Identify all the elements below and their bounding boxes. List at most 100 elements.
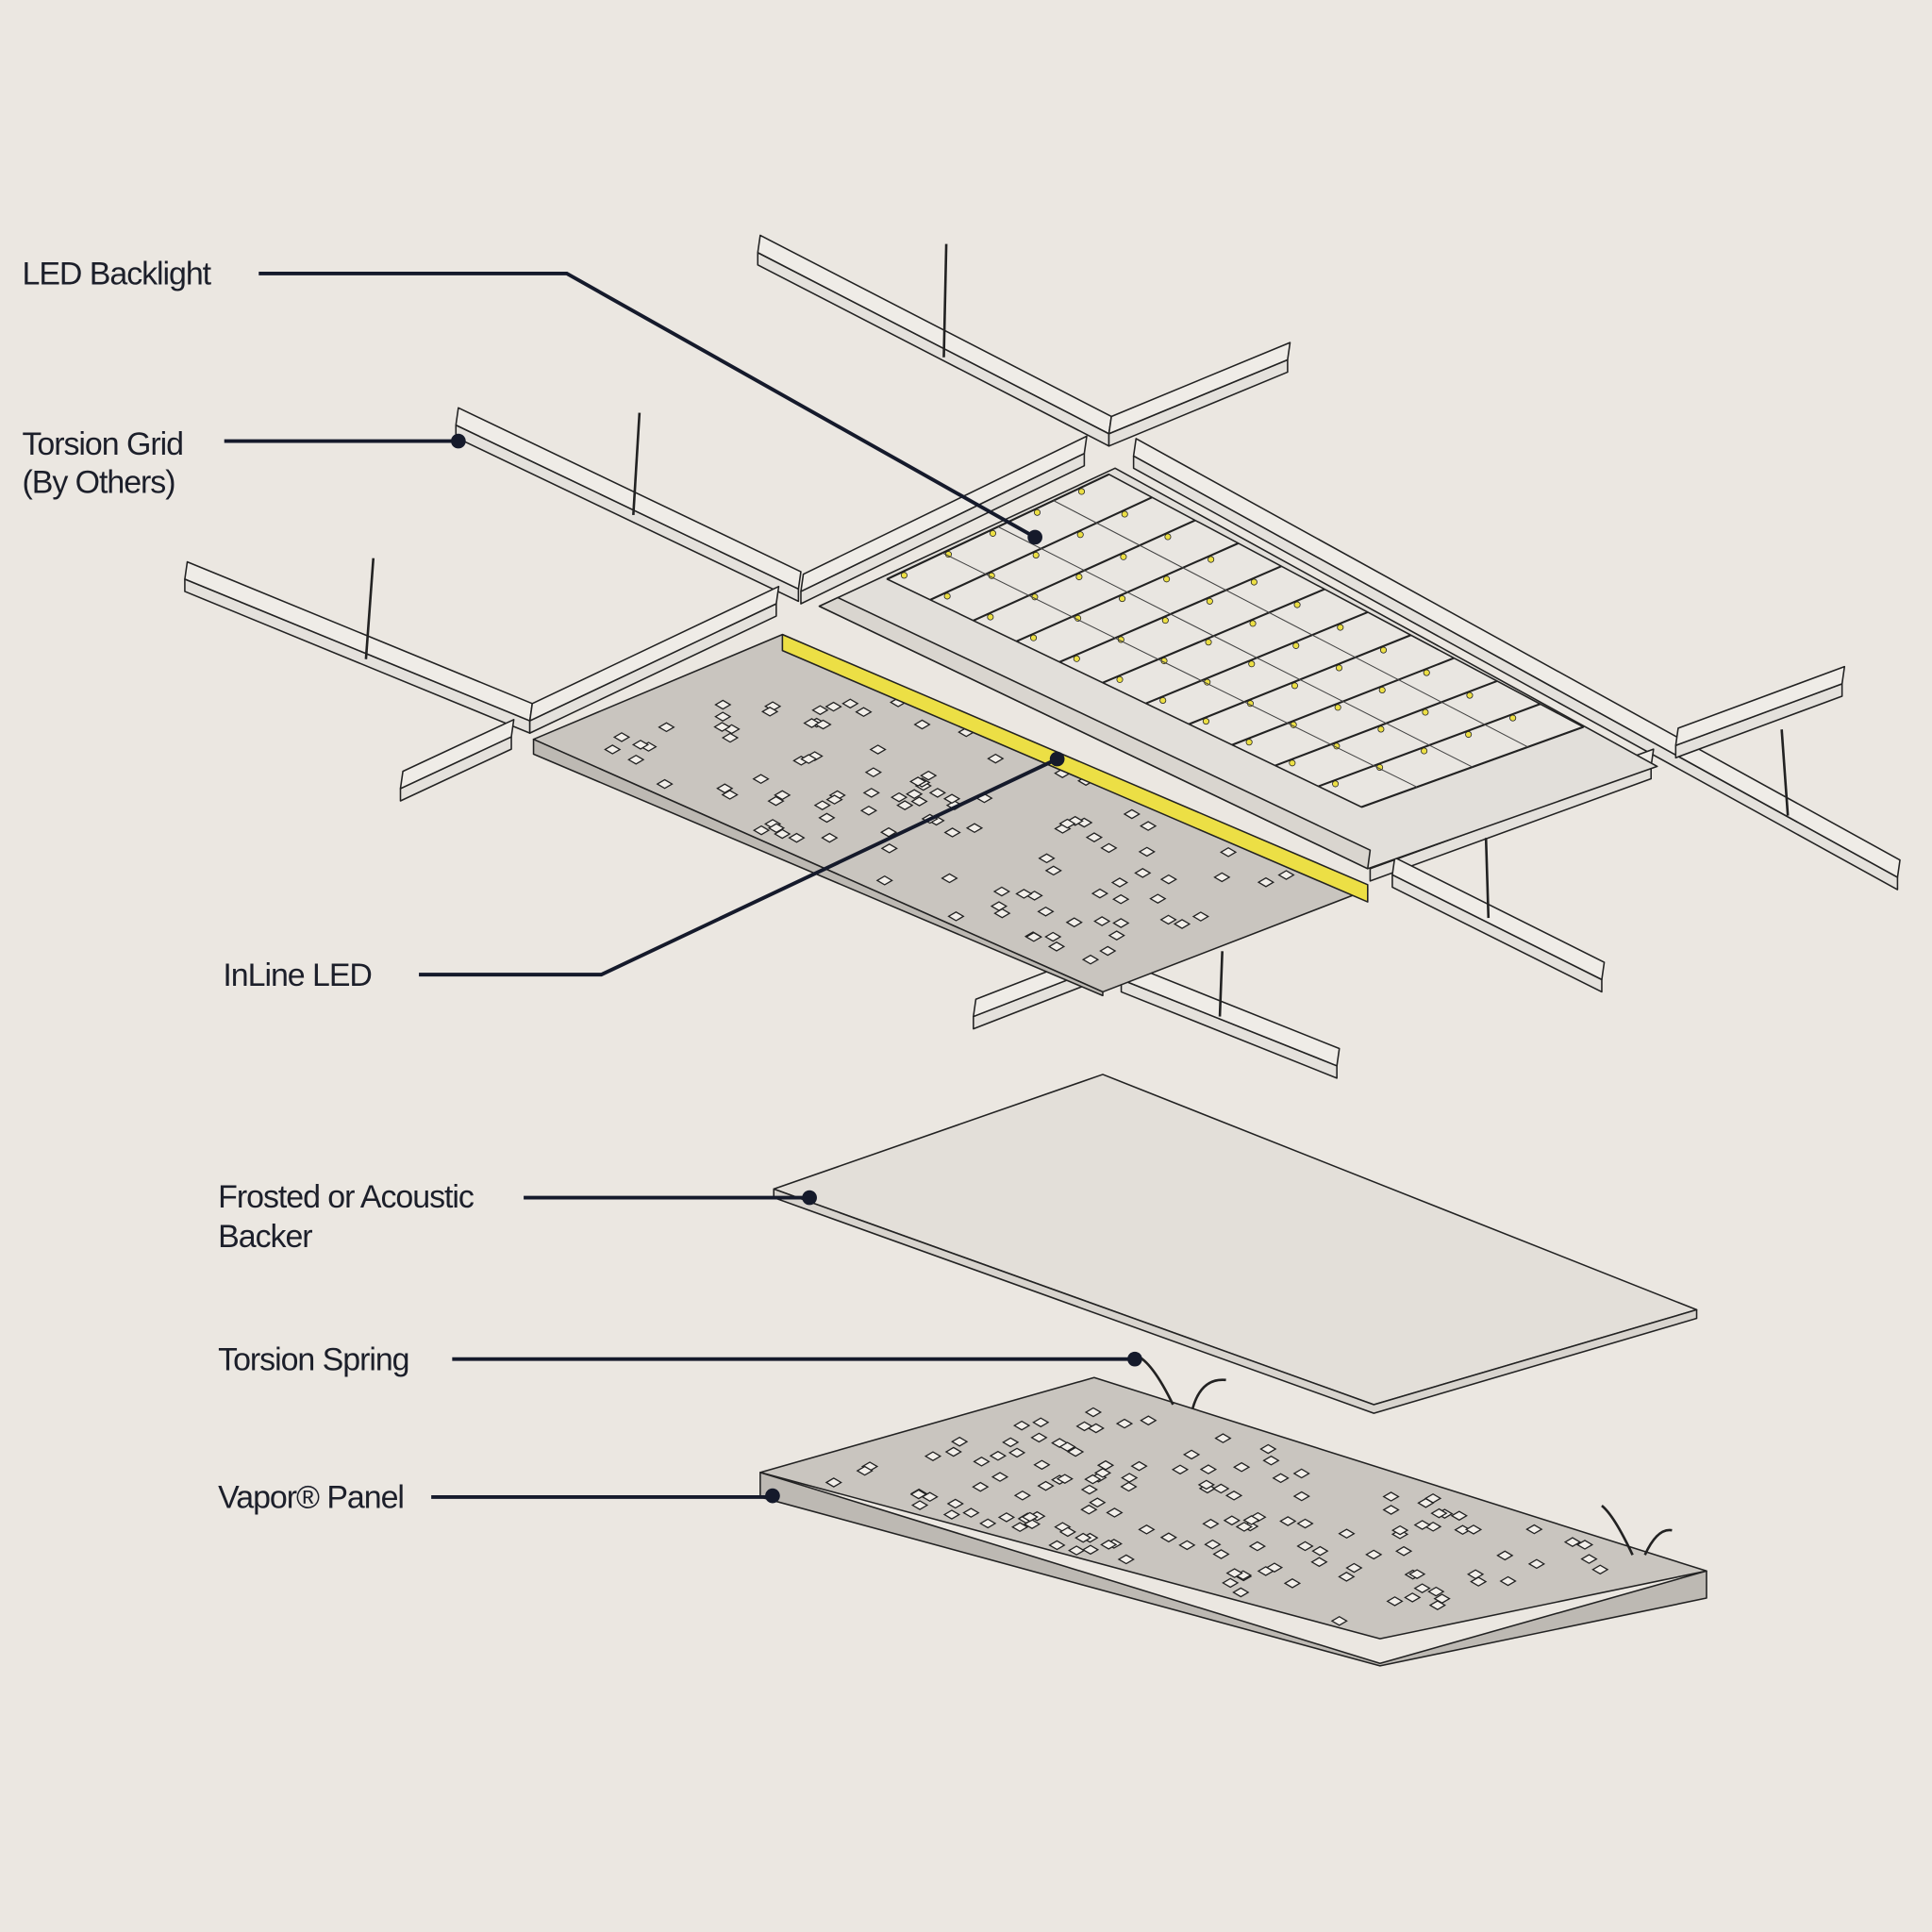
perforation [908, 776, 927, 787]
perforation [1219, 846, 1238, 858]
perforation [1178, 1540, 1196, 1551]
label-torsion-grid-note: (By Others) [23, 464, 175, 500]
perforation [1413, 1583, 1431, 1594]
perforation [1214, 1433, 1232, 1443]
led-dot [1076, 531, 1084, 539]
perforation [824, 701, 842, 712]
perforation [1591, 1564, 1609, 1575]
led-dot [1202, 718, 1209, 725]
perforation [1386, 1596, 1404, 1607]
perforation [1149, 893, 1167, 904]
perforation [913, 719, 931, 730]
perforation [767, 823, 786, 834]
perforation [1011, 1522, 1029, 1533]
grid-rail-flange [1674, 665, 1846, 746]
grid-rail-flange [1120, 961, 1341, 1067]
grid-rail-flange [800, 435, 1088, 592]
perforation [991, 1472, 1009, 1482]
perforation [1112, 893, 1130, 905]
perforation [1084, 1407, 1103, 1418]
perforation [1100, 1540, 1118, 1550]
leader-inline-led [419, 757, 1058, 977]
perforation [1204, 1539, 1222, 1550]
led-dot [1337, 624, 1344, 631]
led-dot [1335, 664, 1343, 672]
perforation [1140, 1415, 1158, 1426]
perforation [1038, 853, 1056, 864]
perforation [856, 1465, 874, 1476]
perforation [1108, 930, 1125, 941]
leader-dot [451, 433, 466, 449]
perforation [947, 911, 965, 922]
perforation [1047, 941, 1066, 952]
perforation [1058, 1441, 1076, 1452]
perforation [1021, 1511, 1039, 1523]
grid-rail-flange [1391, 857, 1606, 981]
grid-rail-flange [399, 718, 515, 790]
perforation [1139, 821, 1158, 831]
perforation [1087, 1423, 1105, 1434]
perforation [972, 1481, 990, 1492]
perforation [1338, 1528, 1356, 1540]
perforation [721, 732, 740, 743]
grid-rail [757, 251, 1110, 447]
perforation [825, 794, 843, 805]
led-dot [1379, 646, 1388, 654]
perforation [760, 707, 779, 717]
perforation [862, 788, 880, 798]
perforation [943, 827, 961, 838]
perforation [1138, 1524, 1156, 1535]
perforation [1310, 1557, 1328, 1568]
perforation [1100, 842, 1118, 854]
perforation [656, 778, 674, 790]
perforation [1311, 1545, 1329, 1557]
vapor-panel [759, 1354, 1707, 1667]
led-dot [987, 613, 994, 621]
perforation [1173, 919, 1191, 929]
perforation [1044, 865, 1062, 876]
perforation [1044, 931, 1062, 942]
grid-rail-flange [184, 560, 534, 722]
led-dot [1206, 597, 1213, 605]
perforation [752, 774, 770, 785]
perforation [1262, 1455, 1280, 1466]
led-dot [1119, 595, 1126, 603]
perforation [1499, 1575, 1517, 1587]
led-dot [1164, 533, 1172, 541]
label-inline-led: InLine LED [223, 958, 371, 993]
perforation [1081, 1544, 1100, 1556]
perforation [1277, 870, 1295, 880]
perforation [1223, 1515, 1241, 1526]
perforation [965, 823, 984, 834]
grid-rail [184, 578, 531, 734]
perforation [1191, 911, 1209, 922]
perforation [855, 707, 873, 718]
perforation [1089, 1497, 1107, 1508]
perforation [1015, 889, 1033, 899]
led-dot [1334, 704, 1341, 711]
perforation [928, 788, 946, 798]
torsion-spring-icon [1643, 1528, 1673, 1556]
led-dot [989, 529, 996, 537]
perforation [1085, 832, 1104, 842]
perforation [1056, 1474, 1074, 1484]
perforation [1202, 1518, 1220, 1529]
perforation [818, 812, 836, 824]
tray-lip [818, 596, 1372, 870]
perforation [1257, 876, 1275, 888]
perforation [1428, 1600, 1446, 1610]
perforation [979, 1518, 997, 1529]
perforation [962, 1507, 980, 1518]
grid-rail-flange [528, 585, 780, 722]
perforation [920, 770, 938, 781]
perforation [1450, 1510, 1468, 1522]
perforation [1134, 868, 1152, 878]
led-dot [1163, 575, 1171, 583]
label-led-backlight: LED Backlight [23, 257, 212, 292]
perforation [1427, 1586, 1445, 1597]
perforation [992, 886, 1011, 897]
perforation [1563, 1537, 1582, 1547]
perforation [1365, 1549, 1383, 1560]
perforation [1002, 1437, 1020, 1448]
